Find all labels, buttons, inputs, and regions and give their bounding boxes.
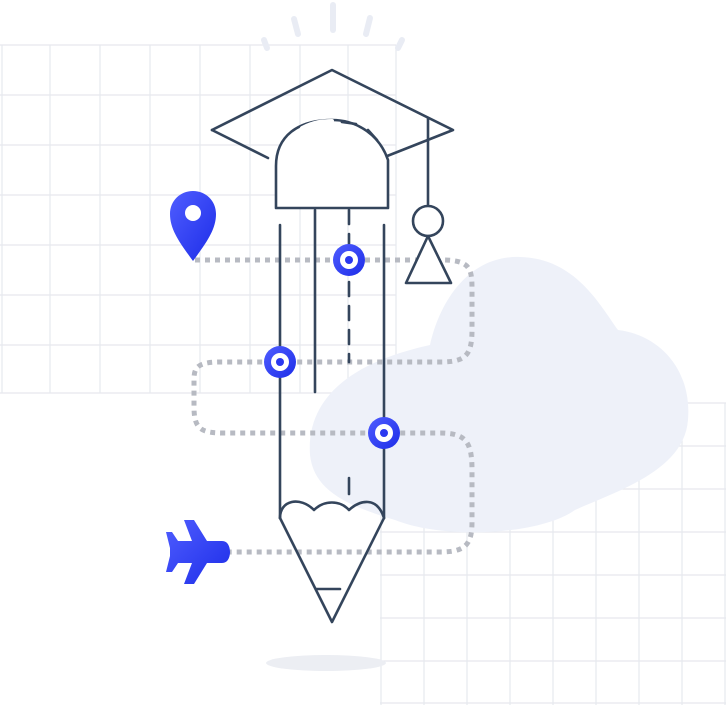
airplane-icon — [166, 520, 230, 584]
pencil-icon — [278, 208, 386, 624]
background-blob — [309, 256, 689, 533]
map-pin-icon — [170, 191, 216, 261]
sparkle-lines — [261, 2, 405, 51]
waypoint-target-bottom — [368, 417, 400, 449]
graduation-cap-icon — [210, 68, 455, 285]
pencil-shadow — [266, 655, 386, 671]
dotted-route-path — [191, 257, 475, 555]
waypoint-target-top — [333, 244, 365, 276]
waypoint-target-middle — [264, 346, 296, 378]
cap-accent-dashes — [340, 120, 379, 142]
